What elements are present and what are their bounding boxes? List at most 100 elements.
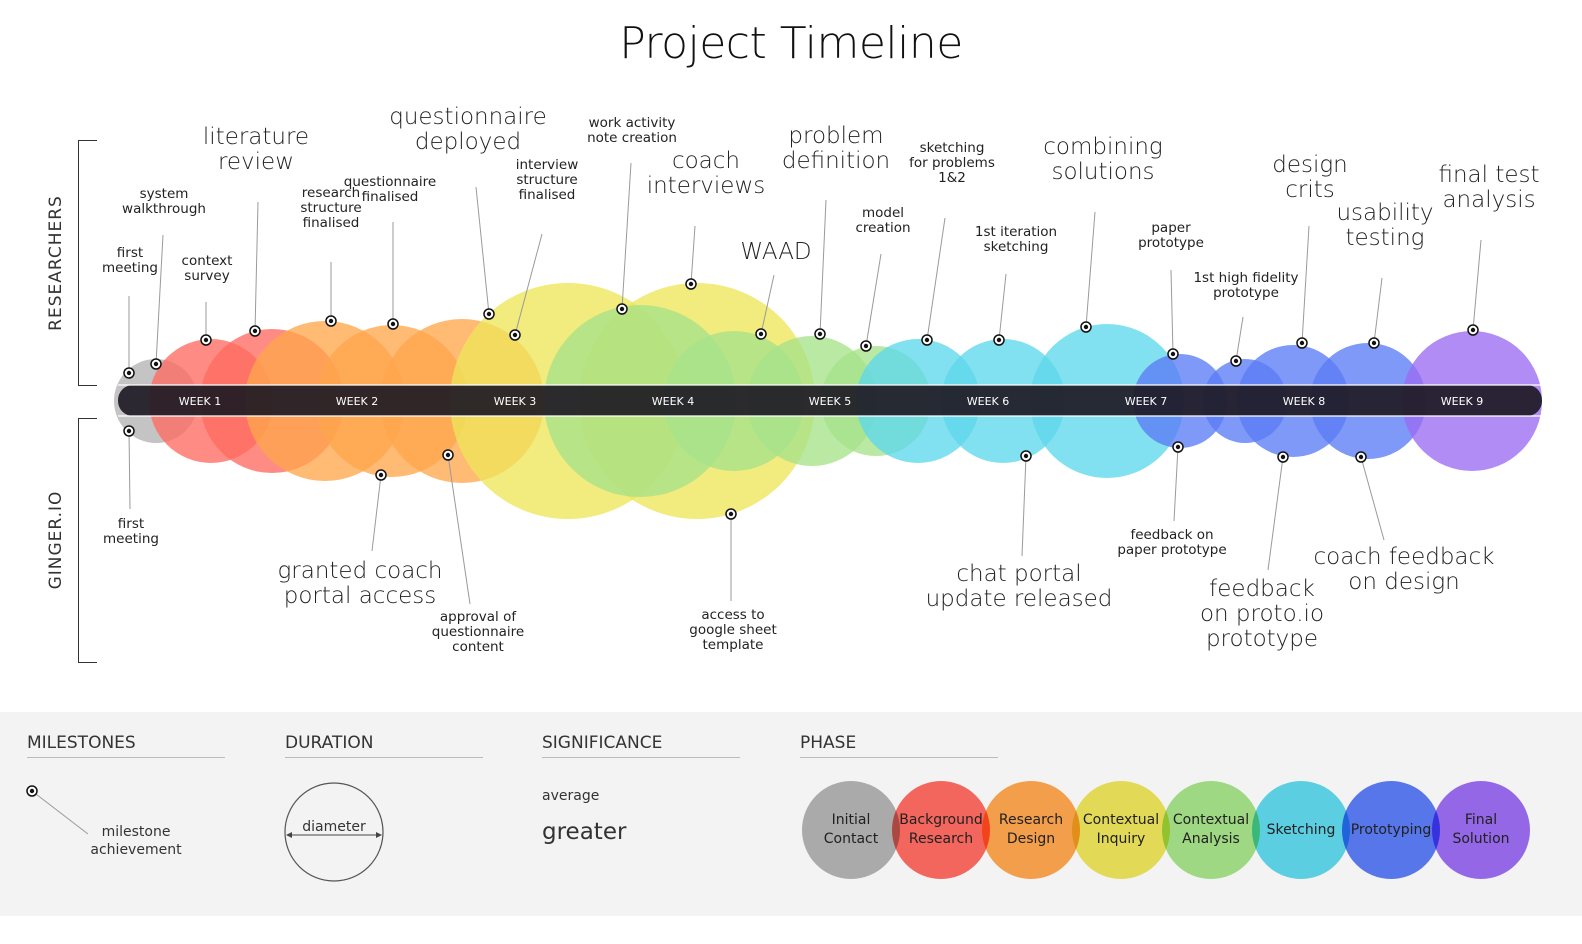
milestone-label: coach [672,148,740,174]
researchers-bracket [78,140,97,386]
phase-sketching: Sketching [1252,781,1350,879]
milestone-label: meeting [103,531,159,547]
milestone-leader-line [760,274,775,335]
milestone-leader-line [1301,225,1310,344]
milestone-label: combining [1043,134,1162,160]
milestone-dot-center [1233,358,1239,364]
phase-label-line-1: Research [998,812,1064,828]
milestone-label: system [140,186,189,202]
milestone-leader-line [447,454,471,605]
milestone-dot-center [445,452,451,458]
milestone-label: portal access [284,583,436,609]
milestone-leader-line [1021,455,1027,557]
milestone-label: on design [1348,569,1459,595]
milestone-label: deployed [415,129,521,155]
phase-label: Prototyping [1351,821,1432,840]
milestone-dot-center [924,337,930,343]
milestone-label: paper [1151,220,1191,236]
milestone-dot-center [1358,454,1364,460]
phase-label-line-1: Prototyping [1350,821,1432,838]
milestone-leader-line [1360,456,1385,541]
milestone-label: structure [516,172,577,188]
milestone-leader-line [926,217,946,341]
milestone-label: granted coach [277,558,442,584]
milestone-dot-center [153,361,159,367]
milestone-leader-line [254,201,259,332]
milestone-waad: WAAD [740,239,812,340]
legend-duration-heading: DURATION [285,733,483,758]
milestone-leader-line [1170,269,1174,355]
phase-label-line-1: Final [1464,812,1498,828]
week-label: WEEK 7 [1125,395,1168,408]
milestone-label: approval of [440,609,517,625]
milestone-label: questionnaire [344,174,436,190]
milestone-label: interviews [647,173,766,199]
milestone-label: update released [926,586,1113,612]
milestone-label: 1st high fidelity [1193,270,1298,286]
milestone-dot-center [758,331,764,337]
milestone-dot-center [1023,453,1029,459]
phase-label-line-2: Analysis [1182,831,1240,847]
phase-label-line-2: Inquiry [1096,831,1146,847]
milestone-dot-center [126,370,132,376]
milestone-leader-line [1472,239,1482,331]
legend-average-label: average [542,788,600,804]
phase-label-line-1: Contextual [1082,812,1160,828]
milestone-label: 1st iteration [975,224,1057,240]
legend-panel: MILESTONES milestone achievement DURATIO… [0,712,1582,916]
legend-diameter-label: diameter [302,819,366,835]
timeline-bar [118,385,1542,416]
milestone-dot-center [252,328,258,334]
milestone-dot-center [203,337,209,343]
milestone-leader-line [1235,316,1244,362]
milestone-dot-center [728,511,734,517]
milestone-label: on proto.io [1200,601,1324,627]
milestone-label: content [452,639,504,655]
milestone-label: model [862,205,904,221]
milestone-label: problem [788,123,883,149]
milestone-label: questionnaire [389,104,547,130]
milestone-leader-line [155,234,164,365]
milestone-dot-center [619,306,625,312]
milestone-dot-center [1175,444,1181,450]
milestone-leader-line [128,430,131,510]
legend-milestones-heading: MILESTONES [27,733,225,758]
milestone-label: google sheet [689,622,777,638]
milestone-label: interview [516,157,579,173]
milestone-label: design [1272,152,1348,178]
milestone-label: analysis [1442,187,1535,213]
week-label: WEEK 4 [652,395,695,408]
milestone-label: 1&2 [938,170,966,186]
week-label: WEEK 8 [1283,395,1326,408]
milestone-dot-center [126,428,132,434]
milestone-leader-line [371,474,382,552]
milestone-label: creation [855,220,910,236]
milestone-dot-center [1299,340,1305,346]
week-label: WEEK 1 [179,395,222,408]
legend-significance-heading: SIGNIFICANCE [542,733,740,758]
milestone-label: sketching [920,140,985,156]
milestone-dot-center [688,281,694,287]
legend-duration-circle [284,782,384,882]
milestone-leader-line [475,186,490,315]
milestone-label: access to [701,607,764,623]
milestone-dot-center [328,318,334,324]
milestone-label: walkthrough [122,201,206,217]
phase-label-line-2: Solution [1452,831,1510,847]
week-label: WEEK 3 [494,395,537,408]
milestone-label: coach feedback [1313,544,1494,570]
milestone-leader-line [998,273,1007,341]
